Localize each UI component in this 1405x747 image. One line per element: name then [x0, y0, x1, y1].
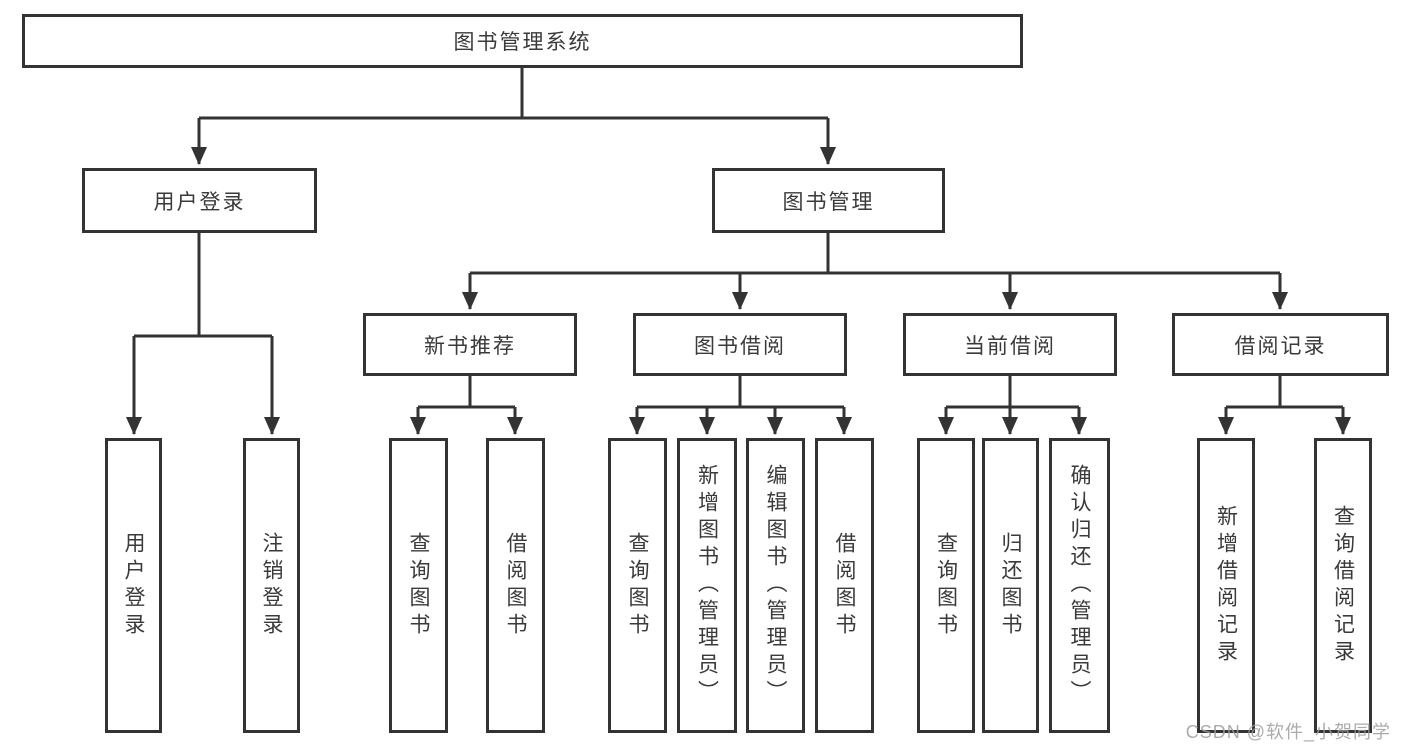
- leaf-user-login: 用户登录: [105, 438, 162, 733]
- node-label: 借阅记录: [1234, 334, 1327, 358]
- leaf-query-books: 查询图书: [389, 438, 448, 733]
- node-label: 编辑图书（管理员）: [764, 464, 787, 707]
- node-label: 注销登录: [260, 531, 283, 640]
- node-label: 查询借阅记录: [1331, 504, 1355, 667]
- node-label: 用户登录: [153, 190, 246, 214]
- node-label: 借阅图书: [833, 531, 856, 640]
- node-user-login: 用户登录: [82, 168, 317, 233]
- node-borrowing-records: 借阅记录: [1172, 313, 1389, 376]
- node-label: 查询图书: [934, 531, 958, 640]
- node-label: 新增借阅记录: [1214, 504, 1238, 667]
- leaf-query-borrow-record: 查询借阅记录: [1314, 438, 1372, 733]
- leaf-query-books: 查询图书: [917, 438, 975, 733]
- node-label: 确认归还（管理员）: [1068, 464, 1091, 707]
- leaf-confirm-return-admin: 确认归还（管理员）: [1049, 438, 1110, 733]
- node-label: 查询图书: [407, 531, 430, 640]
- node-library-management-system: 图书管理系统: [22, 14, 1023, 68]
- node-label: 用户登录: [122, 531, 145, 640]
- node-book-borrowing: 图书借阅: [633, 313, 847, 376]
- node-label: 归还图书: [999, 531, 1022, 640]
- node-label: 借阅图书: [504, 531, 527, 640]
- node-label: 图书管理: [782, 190, 875, 214]
- node-new-book-recommend: 新书推荐: [363, 313, 577, 376]
- node-label: 新书推荐: [424, 334, 516, 358]
- node-label: 图书借阅: [694, 334, 786, 358]
- node-label: 查询图书: [626, 531, 649, 640]
- leaf-query-books: 查询图书: [608, 438, 667, 733]
- leaf-borrow-books: 借阅图书: [815, 438, 874, 733]
- leaf-edit-books-admin: 编辑图书（管理员）: [746, 438, 805, 733]
- node-current-borrowing: 当前借阅: [903, 313, 1117, 376]
- node-label: 当前借阅: [964, 334, 1056, 358]
- leaf-logout: 注销登录: [243, 438, 300, 733]
- leaf-borrow-books: 借阅图书: [486, 438, 545, 733]
- node-label: 新增图书（管理员）: [695, 464, 719, 707]
- leaf-return-books: 归还图书: [982, 438, 1039, 733]
- leaf-add-books-admin: 新增图书（管理员）: [677, 438, 737, 733]
- leaf-add-borrow-record: 新增借阅记录: [1197, 438, 1255, 733]
- node-book-management: 图书管理: [712, 168, 945, 233]
- node-label: 图书管理系统: [453, 31, 592, 54]
- csdn-watermark: CSDN @软件_小贺同学: [1185, 722, 1391, 742]
